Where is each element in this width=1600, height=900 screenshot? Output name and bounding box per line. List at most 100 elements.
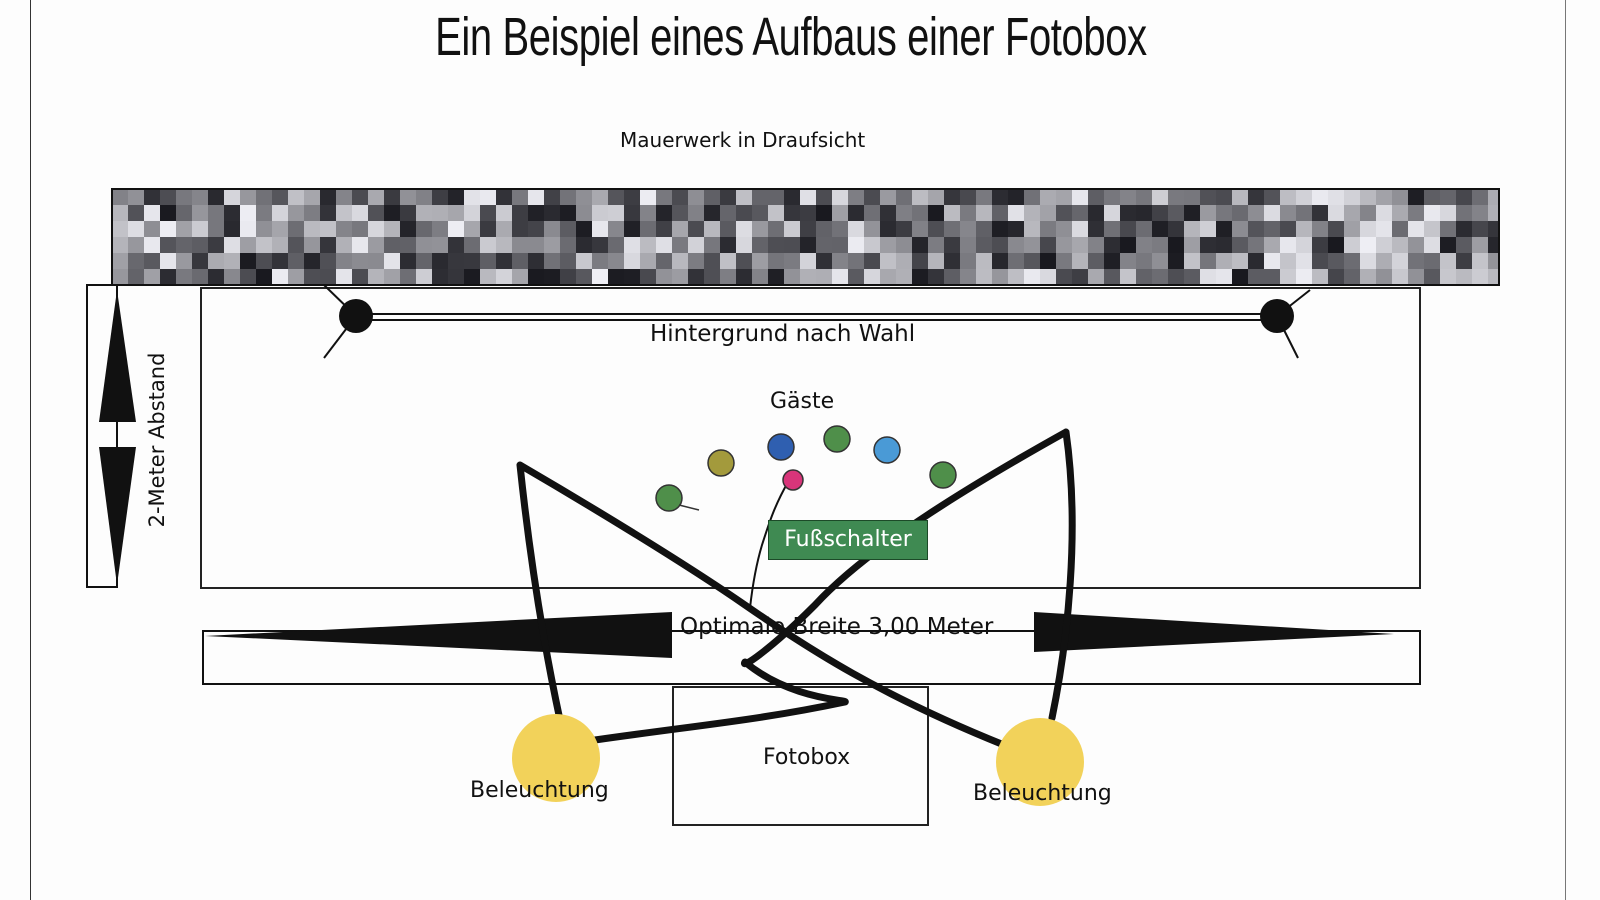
- wall-pixel: [256, 269, 272, 285]
- wall-pixel: [336, 189, 352, 205]
- wall-pixel: [384, 221, 400, 237]
- wall-pixel: [320, 221, 336, 237]
- wall-pixel: [1328, 253, 1344, 269]
- wall-pixel: [1072, 189, 1088, 205]
- wall-pixel: [1216, 221, 1232, 237]
- wall-pixel: [304, 253, 320, 269]
- wall-pixel: [1488, 253, 1499, 269]
- wall-pixel: [1184, 205, 1200, 221]
- wall-pixel: [976, 221, 992, 237]
- wall-pixel: [1360, 205, 1376, 221]
- wall-pixel: [1024, 189, 1040, 205]
- guest-pointer: [678, 504, 700, 511]
- wall-pixel: [400, 205, 416, 221]
- wall-pixel: [1216, 269, 1232, 285]
- wall-pixel: [208, 253, 224, 269]
- wall-pixel: [1376, 189, 1392, 205]
- wall-pixel: [144, 237, 160, 253]
- wall-pixel: [528, 253, 544, 269]
- wall-pixel: [784, 269, 800, 285]
- wall-pixel: [144, 205, 160, 221]
- wall-pixel: [1424, 237, 1440, 253]
- wall-pixel: [1392, 269, 1408, 285]
- wall-pixel: [1264, 269, 1280, 285]
- wall-pixel: [1376, 253, 1392, 269]
- wall-pixel: [624, 253, 640, 269]
- wall-pixel: [224, 237, 240, 253]
- wall-pixel: [1120, 221, 1136, 237]
- wall-pixel: [272, 221, 288, 237]
- wall-pixel: [320, 237, 336, 253]
- wall-pixel: [1120, 205, 1136, 221]
- wall-pixel: [176, 269, 192, 285]
- wall-pixel: [736, 237, 752, 253]
- wall-pixel: [160, 237, 176, 253]
- wall-pixel: [208, 269, 224, 285]
- wall-pixel: [384, 189, 400, 205]
- wall-pixel: [1120, 237, 1136, 253]
- wall-pixel: [192, 237, 208, 253]
- wall-pixel: [224, 269, 240, 285]
- wall-pixel: [1264, 221, 1280, 237]
- wall-pixel: [992, 205, 1008, 221]
- wall-pixel: [928, 269, 944, 285]
- wall-pixel: [1408, 189, 1424, 205]
- wall-pixel: [144, 253, 160, 269]
- wall-pixel: [1216, 205, 1232, 221]
- wall-pixel: [704, 189, 720, 205]
- wall-pixel: [800, 237, 816, 253]
- wall-pixel: [176, 221, 192, 237]
- wall-pixel: [1152, 221, 1168, 237]
- wall-pixel: [176, 205, 192, 221]
- wall-pixel: [416, 221, 432, 237]
- wall-pixel: [1056, 205, 1072, 221]
- stand-right-icon: [1260, 299, 1294, 333]
- wall-pixel: [800, 205, 816, 221]
- photobox-outline: [672, 686, 929, 826]
- wall-pixel: [1344, 253, 1360, 269]
- wall-pixel: [352, 237, 368, 253]
- wall-pixel: [224, 189, 240, 205]
- wall-pixel: [1088, 205, 1104, 221]
- wall-pixel: [544, 253, 560, 269]
- wall-pixel: [1328, 189, 1344, 205]
- wall-pixel: [1120, 189, 1136, 205]
- wall-pixel: [544, 189, 560, 205]
- wall-pixel: [448, 189, 464, 205]
- wall-pixel: [1024, 221, 1040, 237]
- wall-pixel: [1152, 189, 1168, 205]
- wall-pixel: [944, 221, 960, 237]
- wall-pixel: [592, 237, 608, 253]
- wall-pixel: [512, 189, 528, 205]
- wall-pixel: [768, 253, 784, 269]
- wall-pixel: [1024, 253, 1040, 269]
- wall-pixel: [176, 237, 192, 253]
- wall-pixel: [592, 253, 608, 269]
- wall-pixel: [1472, 205, 1488, 221]
- wall-pixel: [1072, 237, 1088, 253]
- wall-pixel: [288, 221, 304, 237]
- wall-pixel: [880, 221, 896, 237]
- wall-pixel: [432, 205, 448, 221]
- wall-pixel: [960, 221, 976, 237]
- wall-pixel: [1296, 205, 1312, 221]
- wall-pixel: [1408, 221, 1424, 237]
- wall-pixel: [752, 269, 768, 285]
- wall-pixel: [1264, 205, 1280, 221]
- wall-pixel: [832, 205, 848, 221]
- wall-pixel: [880, 205, 896, 221]
- wall-pixel: [800, 253, 816, 269]
- wall-pixel: [320, 269, 336, 285]
- wall-pixel: [352, 205, 368, 221]
- wall-pixel: [992, 189, 1008, 205]
- wall-pixel: [1424, 253, 1440, 269]
- wall-pixel: [592, 205, 608, 221]
- wall-pixel: [1232, 221, 1248, 237]
- wall-pixel: [112, 189, 128, 205]
- wall-pixel: [864, 221, 880, 237]
- wall-pixel: [848, 237, 864, 253]
- wall-pixel: [1088, 237, 1104, 253]
- wall-pixel: [144, 189, 160, 205]
- wall-pixel: [160, 253, 176, 269]
- wall-pixel: [400, 269, 416, 285]
